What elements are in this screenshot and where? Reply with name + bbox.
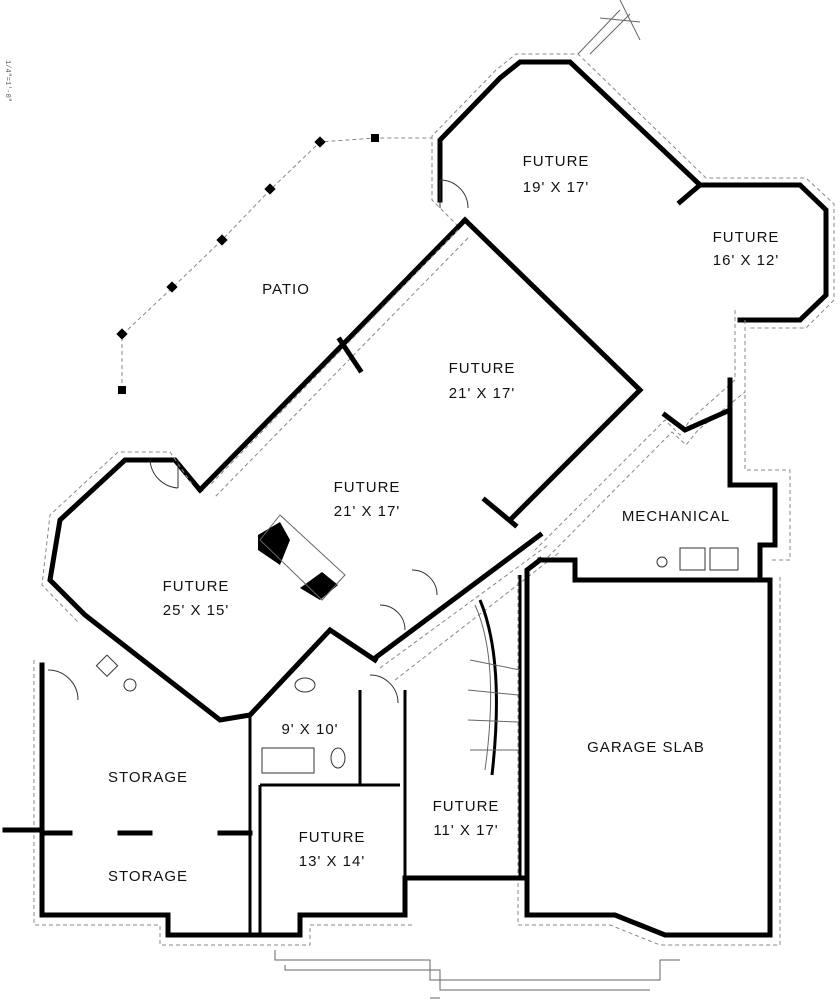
central-upper-walls xyxy=(196,216,644,529)
scale-note: 1/4"=1'-0" xyxy=(3,60,11,102)
west-wing-walls xyxy=(41,451,379,723)
room-name: FUTURE xyxy=(299,829,366,846)
garage-walls xyxy=(517,556,781,946)
room-size: 13' X 14' xyxy=(299,853,365,870)
room-size: 21' X 17' xyxy=(449,385,515,402)
room-name: MECHANICAL xyxy=(622,508,730,525)
room-patio: PATIO xyxy=(262,281,310,298)
room-size: 21' X 17' xyxy=(334,503,400,520)
room-size: 11' X 17' xyxy=(433,822,498,839)
patio-outline xyxy=(116,134,461,394)
room-size: 9' X 10' xyxy=(281,721,338,738)
room-name: STORAGE xyxy=(108,769,188,786)
room-future-13x14: FUTURE 13' X 14' xyxy=(299,829,366,870)
lower-walls xyxy=(2,569,530,946)
room-size: 25' X 15' xyxy=(163,602,229,619)
room-future-19x17: FUTURE 19' X 17' xyxy=(523,153,590,196)
room-future-21x17-upper: FUTURE 21' X 17' xyxy=(449,360,516,402)
room-name: GARAGE SLAB xyxy=(587,739,705,756)
room-future-25x15: FUTURE 25' X 15' xyxy=(163,578,230,619)
east-wing-walls xyxy=(431,0,835,329)
room-future-16x12: FUTURE 16' X 12' xyxy=(713,229,780,269)
room-size: 16' X 12' xyxy=(713,252,779,269)
room-future-11x17: FUTURE 11' X 17' xyxy=(433,798,500,839)
room-name: FUTURE xyxy=(433,798,500,815)
room-size: 19' X 17' xyxy=(523,179,589,196)
room-name: FUTURE xyxy=(713,229,780,246)
room-garage: GARAGE SLAB xyxy=(587,739,705,756)
corridor-walls xyxy=(371,310,746,681)
room-name: FUTURE xyxy=(334,479,401,496)
room-name: FUTURE xyxy=(449,360,516,377)
room-name: STORAGE xyxy=(108,868,188,885)
room-name: PATIO xyxy=(262,281,310,298)
entry-steps xyxy=(274,950,680,999)
mechanical-walls xyxy=(537,395,791,583)
room-storage-upper: STORAGE xyxy=(108,769,188,786)
room-storage-lower: STORAGE xyxy=(108,868,188,885)
room-mechanical: MECHANICAL xyxy=(622,508,730,525)
room-bath: 9' X 10' xyxy=(281,721,338,738)
room-name: FUTURE xyxy=(163,578,230,595)
room-name: FUTURE xyxy=(523,153,590,170)
room-future-21x17-lower: FUTURE 21' X 17' xyxy=(334,479,401,520)
